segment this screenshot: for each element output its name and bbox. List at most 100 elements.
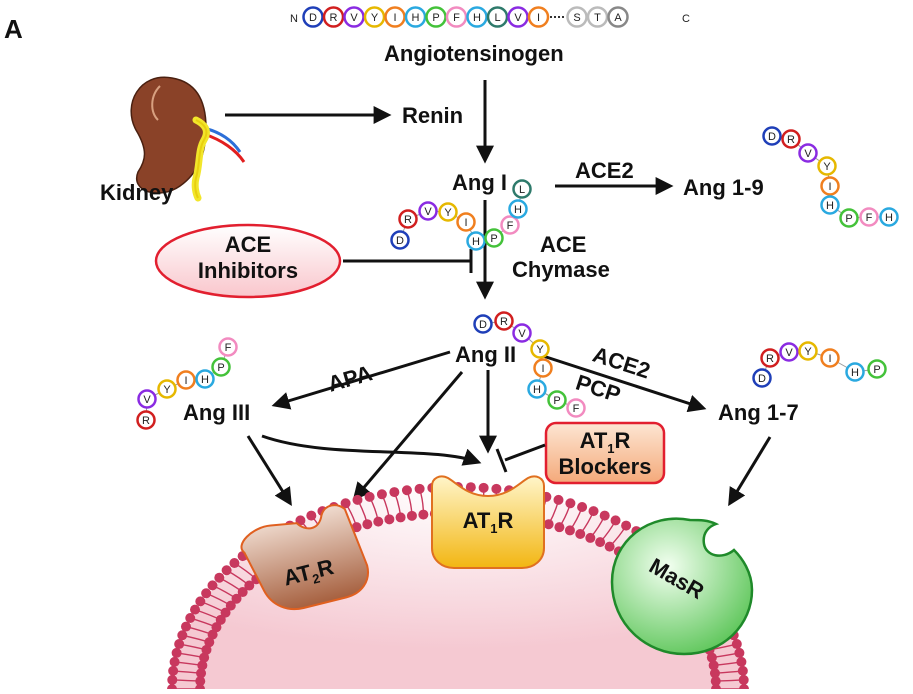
svg-text:Y: Y: [444, 207, 452, 219]
svg-text:P: P: [553, 395, 560, 407]
svg-text:H: H: [533, 384, 541, 396]
ang3-to-at1r-arrow: [261, 434, 482, 466]
svg-text:L: L: [519, 184, 525, 196]
svg-text:V: V: [518, 328, 526, 340]
at1r-blockers-label-2: Blockers: [559, 454, 652, 479]
renin-label: Renin: [402, 103, 463, 128]
svg-text:H: H: [826, 200, 834, 212]
ang2-to-at2r-arrow: [352, 371, 464, 501]
residue-v: V: [507, 6, 529, 28]
blocker-inhibition-line: [504, 443, 546, 462]
residue-r: R: [760, 348, 780, 368]
residue-h: H: [404, 6, 427, 28]
svg-text:D: D: [479, 319, 487, 331]
ace2-top-label: ACE2: [575, 158, 634, 183]
svg-text:F: F: [225, 342, 232, 354]
residue-r: R: [494, 311, 514, 331]
ace-inhibitors-oval: [154, 223, 342, 299]
residue-h: H: [466, 6, 488, 28]
svg-text:H: H: [473, 12, 481, 24]
at2r-label: AT2R: [281, 554, 337, 593]
residue-h: H: [879, 207, 899, 227]
residue-p: P: [425, 6, 447, 28]
n-terminus-label: N: [290, 13, 298, 25]
svg-text:Y: Y: [804, 346, 812, 358]
ang2-to-ang17-arrow: [539, 353, 707, 413]
residue-v: V: [137, 389, 157, 409]
svg-text:P: P: [490, 233, 497, 245]
ace-inhibitors-label-1: ACE: [225, 232, 271, 257]
residue-r: R: [398, 209, 418, 229]
residue-r: R: [136, 410, 156, 430]
svg-text:I: I: [393, 12, 396, 24]
svg-text:V: V: [350, 12, 358, 24]
svg-text:F: F: [507, 220, 514, 232]
svg-text:V: V: [514, 12, 522, 24]
residue-d: D: [762, 126, 782, 146]
ang19-label: Ang 1-9: [683, 175, 764, 200]
svg-text:T: T: [594, 12, 601, 24]
residue-y: Y: [798, 341, 818, 361]
svg-text:R: R: [766, 353, 774, 365]
svg-text:V: V: [424, 206, 432, 218]
residue-h: H: [195, 369, 215, 389]
panel-label: A: [4, 14, 23, 44]
residue-y: Y: [363, 6, 386, 28]
kidney-label: Kidney: [100, 180, 174, 205]
residue-v: V: [512, 323, 532, 343]
svg-text:R: R: [500, 316, 508, 328]
residue-s: S: [566, 6, 588, 28]
svg-text:I: I: [828, 353, 831, 365]
svg-text:V: V: [785, 347, 793, 359]
masr-receptor: MasR: [610, 517, 754, 656]
residue-h: H: [527, 379, 547, 399]
residue-h: H: [508, 199, 528, 219]
ang3-label: Ang III: [183, 400, 250, 425]
ace-label: ACE: [540, 232, 586, 257]
svg-text:D: D: [396, 235, 404, 247]
residue-i: I: [533, 358, 553, 378]
svg-text:H: H: [201, 374, 209, 386]
svg-text:F: F: [573, 403, 580, 415]
residue-d: D: [390, 230, 410, 250]
residue-d: D: [473, 314, 493, 334]
svg-text:I: I: [184, 375, 187, 387]
residue-f: F: [445, 6, 468, 28]
ang1-label: Ang I: [452, 170, 507, 195]
svg-text:H: H: [412, 12, 420, 24]
residue-a: A: [607, 6, 629, 28]
blocker-inhibition-bar: [495, 448, 508, 473]
residue-p: P: [547, 390, 567, 410]
residue-d: D: [752, 368, 772, 388]
svg-text:D: D: [309, 12, 317, 24]
svg-text:P: P: [217, 362, 224, 374]
c-terminus-label: C: [682, 13, 690, 25]
svg-text:H: H: [514, 204, 522, 216]
svg-text:P: P: [845, 213, 852, 225]
residue-y: Y: [817, 156, 837, 176]
at1r-receptor: AT1R: [431, 475, 545, 569]
residue-y: Y: [438, 202, 458, 222]
svg-text:R: R: [330, 12, 338, 24]
residue-f: F: [859, 207, 879, 227]
residue-h: H: [466, 231, 486, 251]
residue-i: I: [820, 348, 840, 368]
svg-text:R: R: [142, 415, 150, 427]
residue-f: F: [566, 398, 586, 418]
svg-text:F: F: [453, 12, 460, 24]
svg-text:R: R: [787, 134, 795, 146]
residue-v: V: [798, 143, 818, 163]
ang17-to-masr-arrow: [728, 436, 772, 507]
svg-text:I: I: [537, 12, 540, 24]
residue-r: R: [781, 129, 801, 149]
residue-h: H: [820, 195, 840, 215]
residue-h: H: [845, 362, 865, 382]
angiotensinogen-label: Angiotensinogen: [384, 41, 564, 66]
svg-text:Y: Y: [536, 344, 544, 356]
residue-v: V: [779, 342, 799, 362]
kidney-icon: [130, 76, 246, 202]
residue-p: P: [211, 357, 231, 377]
